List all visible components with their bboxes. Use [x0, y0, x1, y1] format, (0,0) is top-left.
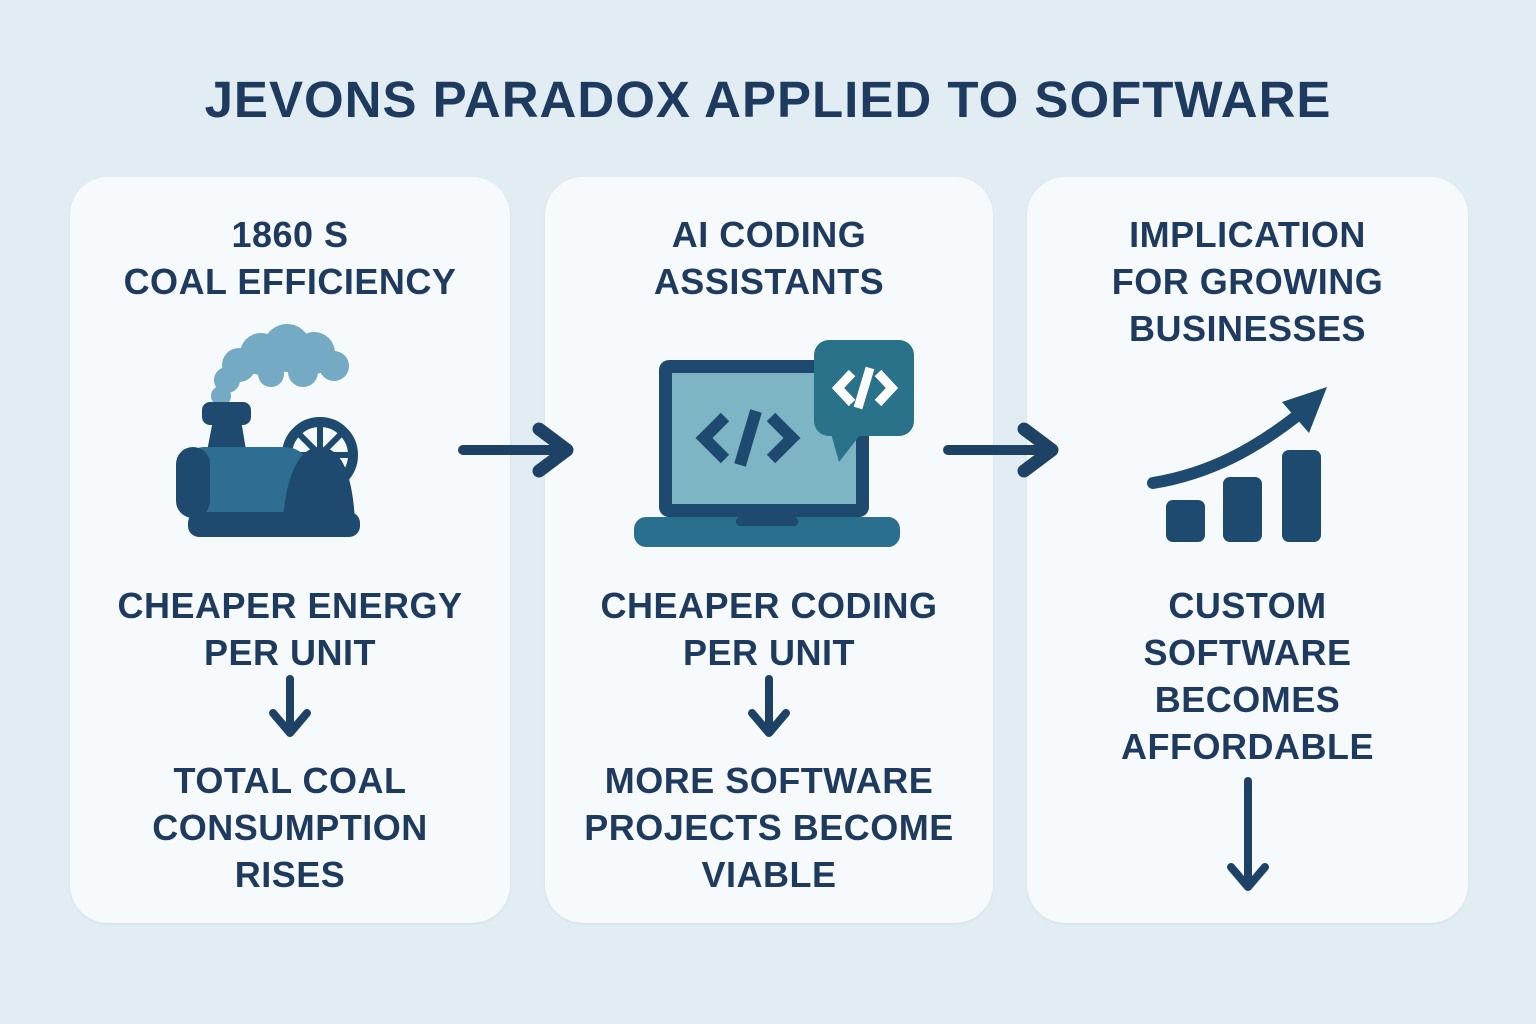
page-title: JEVONS PARADOX APPLIED TO SOFTWARE	[204, 71, 1332, 128]
effect-text: MORE SOFTWARE PROJECTS BECOME VIABLE	[545, 757, 993, 898]
down-arrow-icon	[262, 673, 318, 750]
header-line: AI CODING	[671, 214, 867, 255]
cause-text: CHEAPER CODING PER UNIT	[545, 582, 993, 676]
header-line: FOR GROWING	[1111, 261, 1384, 302]
card-ai-coding: AI CODING ASSISTANTS	[545, 177, 993, 923]
card-header: IMPLICATION FOR GROWING BUSINESSES	[1027, 211, 1468, 352]
cause-text: CHEAPER ENERGY PER UNIT	[70, 582, 510, 676]
effect-line: VIABLE	[701, 854, 837, 895]
effect-text: TOTAL COAL CONSUMPTION RISES	[70, 757, 510, 898]
effect-line: CONSUMPTION	[152, 807, 428, 848]
right-arrow-icon	[455, 420, 585, 485]
header-line: IMPLICATION	[1129, 214, 1366, 255]
growth-chart-icon	[1143, 382, 1353, 577]
cause-line: PER UNIT	[203, 632, 376, 673]
down-arrow-icon	[741, 673, 797, 750]
right-arrow-icon	[940, 420, 1070, 485]
laptop-code-icon	[624, 340, 914, 570]
steam-engine-icon	[159, 320, 421, 565]
effect-line: RISES	[234, 854, 346, 895]
card-business-implication: IMPLICATION FOR GROWING BUSINESSES CUSTO…	[1027, 177, 1468, 923]
header-line: ASSISTANTS	[653, 261, 885, 302]
effect-line: TOTAL COAL	[173, 760, 407, 801]
cause-line: PER UNIT	[682, 632, 855, 673]
cause-text: CUSTOM SOFTWARE BECOMES AFFORDABLE	[1027, 582, 1468, 770]
card-header: AI CODING ASSISTANTS	[545, 211, 993, 305]
card-coal-efficiency: 1860 S COAL EFFICIENCY	[70, 177, 510, 923]
effect-line: PROJECTS BECOME	[584, 807, 954, 848]
header-line: COAL EFFICIENCY	[123, 261, 457, 302]
header-line: 1860 S	[231, 214, 349, 255]
cause-line: SOFTWARE	[1143, 632, 1352, 673]
header-line: BUSINESSES	[1128, 308, 1367, 349]
cause-line: CHEAPER ENERGY	[117, 585, 463, 626]
cause-line: AFFORDABLE	[1121, 726, 1374, 767]
cause-line: BECOMES	[1154, 679, 1341, 720]
cause-line: CUSTOM	[1168, 585, 1327, 626]
effect-line: MORE SOFTWARE	[604, 760, 934, 801]
cause-line: CHEAPER CODING	[600, 585, 938, 626]
down-arrow-icon	[1220, 775, 1276, 904]
card-header: 1860 S COAL EFFICIENCY	[70, 211, 510, 305]
